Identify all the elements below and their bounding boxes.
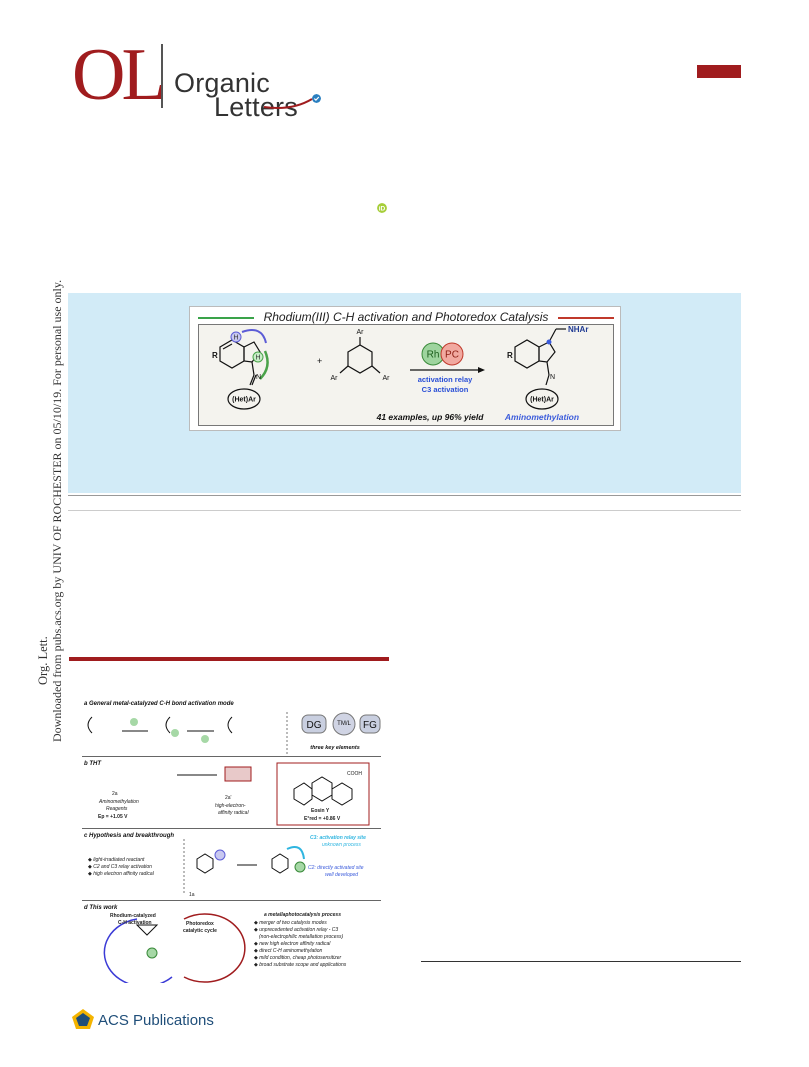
d-cycle-pc: Photoredox <box>186 921 214 927</box>
d-bullet-6: ◆ mild condition, cheap photosensitizer <box>254 955 342 961</box>
cooh-label: COOH <box>347 771 362 777</box>
toc-scheme: H H (Het)Ar R N + Ar Ar Ar Rh PC activat… <box>212 325 588 422</box>
radical-desc-1: high-electron- <box>215 803 246 809</box>
toc-red-rule <box>558 317 614 319</box>
c-bullet-3: ◆ high electron affinity radical <box>88 871 154 877</box>
arrow-label-relay: activation relay <box>418 375 473 384</box>
d-cycles <box>103 913 246 983</box>
c2-h-icon <box>230 331 242 343</box>
pc-label: PC <box>445 350 459 361</box>
toc-title: Rhodium(III) C-H activation and Photored… <box>263 310 549 324</box>
c-scheme <box>183 839 306 895</box>
radical-2a-prime: 2a' <box>225 795 232 801</box>
rh-label: Rh <box>427 350 440 361</box>
toc-green-rule <box>198 317 254 319</box>
d-cycle-pc-2: catalytic cycle <box>183 928 217 934</box>
verified-check-icon <box>312 94 321 103</box>
journal-mark: OL <box>72 34 167 116</box>
journal-name-line1: Organic <box>174 68 270 98</box>
ar-label-top: Ar <box>357 329 365 336</box>
figure-row-a <box>82 697 381 757</box>
het-ar-ring <box>227 388 261 410</box>
c2-note-1: C2: directly activated site <box>308 865 364 871</box>
d-bullet-4: ◆ new high electron affinity radical <box>254 941 331 947</box>
relay-arrow-icon <box>241 329 267 344</box>
header-red-tab <box>697 65 741 78</box>
d-bullet-3: (non-electrophilic metallation process) <box>259 934 344 940</box>
panel-rule-2 <box>68 510 741 511</box>
figure-a-scheme: DG TM/L FG three key elements <box>87 712 381 755</box>
figure-d-title: d This work <box>84 905 118 911</box>
svg-text:H: H <box>233 335 238 342</box>
eosin-box <box>276 762 370 826</box>
swoosh-icon <box>263 98 313 109</box>
ar-label-left: Ar <box>331 375 339 382</box>
d-cycle-rh-2: C-H activation <box>118 920 152 926</box>
compound-1a: 1a <box>189 892 195 898</box>
toc-graphic: Rhodium(III) C-H activation and Photored… <box>189 306 621 431</box>
c3-note-2: unknown process <box>322 842 361 848</box>
product-het-ar-label: (Het)Ar <box>530 397 554 404</box>
d-bullet-5: ◆ direct C-H aminomethylation <box>254 948 323 954</box>
publisher-name[interactable]: ACS Publications <box>98 1012 214 1029</box>
svg-text:iD: iD <box>379 206 386 213</box>
figure-c-title: c Hypothesis and breakthrough <box>84 833 175 839</box>
figure-row-c <box>82 829 381 901</box>
figure-row-b <box>82 757 381 829</box>
toc-examples: 41 examples, up 96% yield <box>376 412 485 422</box>
figure-b-title: b THT <box>84 761 102 767</box>
d-process: a metallaphotocatalysis process <box>264 912 341 918</box>
c2-note-2: well developed <box>325 872 359 878</box>
c-bullet-1: ◆ light-irradiated reactant <box>88 857 145 863</box>
reagent-desc-1: Aminomethylation <box>99 799 139 805</box>
orcid-icon[interactable]: iD <box>377 203 387 213</box>
element-tm: TM/L <box>337 721 351 727</box>
c-bullet-2: ◆ C2 and C3 relay activation <box>88 864 152 870</box>
ar-label-right: Ar <box>383 375 391 382</box>
r-group-label: R <box>212 351 218 360</box>
d-cycle-rh: Rhodium-catalyzed <box>110 913 156 919</box>
watermark-journal: Org. Lett. <box>36 636 50 685</box>
eosin-potential: E°red = +0.86 V <box>304 816 341 822</box>
b-arrows <box>177 766 252 782</box>
c3-note-1: C3: activation relay site <box>310 835 366 841</box>
svg-text:N: N <box>256 374 261 381</box>
d-bullet-7: ◆ broad substrate scope and applications <box>254 962 347 968</box>
toc-reaction-type: Aminomethylation <box>504 412 579 422</box>
reagent-2a: 2a <box>112 791 118 797</box>
figure-1: a General metal-catalyzed C-H bond activ… <box>82 697 381 983</box>
arrow-label-c3: C3 activation <box>422 385 469 394</box>
right-column-rule <box>421 961 741 962</box>
product-structure <box>514 328 566 386</box>
het-ar-label: (Het)Ar <box>232 397 256 404</box>
reagent-potential: Ep = +1.05 V <box>98 814 128 820</box>
header-divider <box>161 44 163 108</box>
product-r-label: R <box>507 351 513 360</box>
indole-structure <box>219 339 261 386</box>
panel-rule <box>68 495 741 496</box>
reagent-desc-2: Reagents <box>106 806 128 812</box>
section-red-rule <box>69 657 389 661</box>
plus-sign: + <box>317 356 322 366</box>
d-bullet-2: ◆ unprecedented activation relay - C3 <box>254 927 339 933</box>
watermark-download: Downloaded from pubs.acs.org by UNIV OF … <box>50 279 64 742</box>
element-dg: DG <box>307 720 322 731</box>
acs-logo-icon <box>72 1009 94 1029</box>
eosin-label: Eosin Y <box>311 808 330 814</box>
d-bullet-1: ◆ merger of two catalysis modes <box>254 920 327 926</box>
element-fg: FG <box>363 720 377 731</box>
radical-desc-2: affinity radical <box>218 810 249 816</box>
svg-text:H: H <box>255 355 260 362</box>
a-caption: three key elements <box>310 745 360 751</box>
svg-text:N: N <box>550 374 555 381</box>
pc-catalyst-icon <box>440 342 464 366</box>
figure-a-title: a General metal-catalyzed C-H bond activ… <box>84 701 234 707</box>
c3-h-icon <box>252 351 264 363</box>
triazinane-structure <box>339 337 381 374</box>
nhar-label: NHAr <box>568 325 588 334</box>
